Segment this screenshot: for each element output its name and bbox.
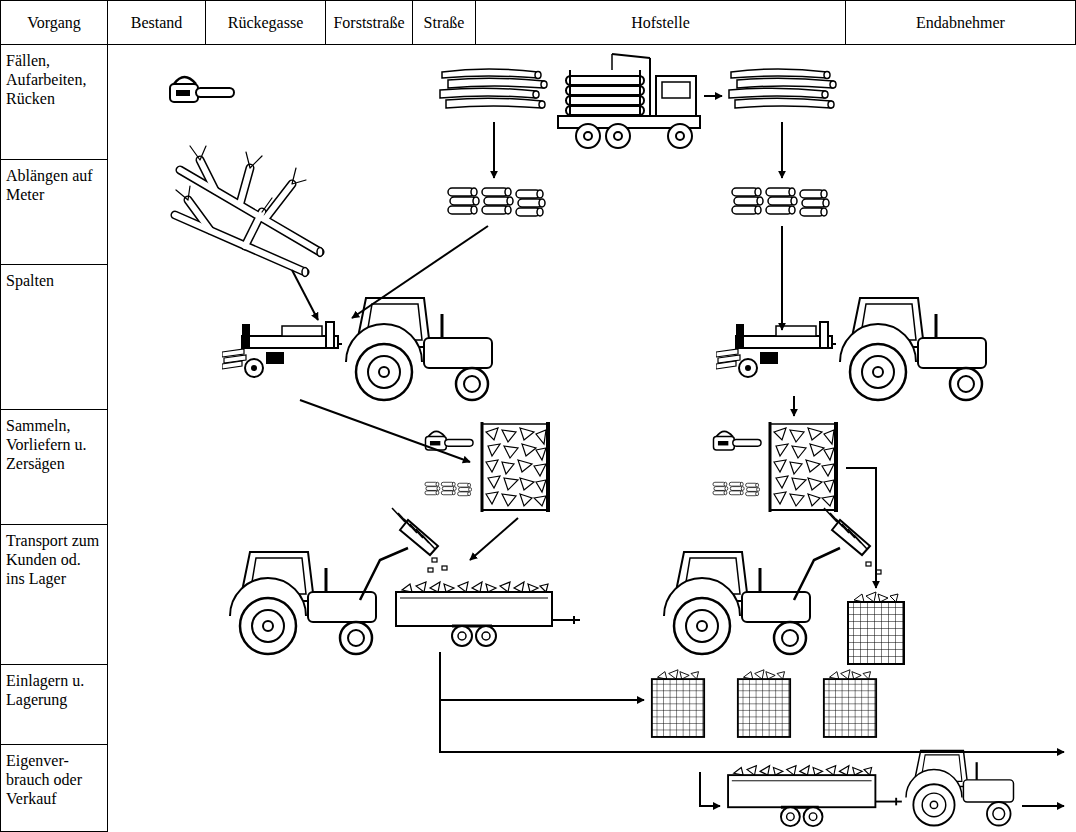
metre-log-bundle xyxy=(448,188,545,216)
column-heading: Vorgang xyxy=(27,13,81,32)
column-heading: Endabnehmer xyxy=(916,13,1005,32)
header-cell: Endabnehmer xyxy=(845,0,1076,45)
loader-tractor xyxy=(664,552,810,654)
row-label: Fällen, Aufarbeiten, Rücken xyxy=(0,44,108,160)
column-heading: Forststraße xyxy=(333,13,404,32)
header-cell: Bestand xyxy=(107,0,206,45)
flow-arrow xyxy=(292,96,1064,806)
log-pile xyxy=(729,69,836,108)
header-cell: Rückegasse xyxy=(205,0,326,45)
column-heading: Bestand xyxy=(131,13,183,32)
row-label: Eigenver- brauch oder Verkauf xyxy=(0,744,108,832)
column-heading: Straße xyxy=(424,13,465,32)
firewood-crate xyxy=(482,422,548,512)
column-heading: Rückegasse xyxy=(228,13,304,32)
mesh-box xyxy=(824,670,876,737)
tractor xyxy=(906,750,1014,825)
mesh-box xyxy=(738,670,790,737)
mesh-box xyxy=(848,592,904,664)
log-pile xyxy=(440,69,547,108)
row-label: Ablängen auf Meter xyxy=(0,159,108,265)
header-cell: Forststraße xyxy=(325,0,413,45)
trailer xyxy=(396,582,580,646)
metre-log-bundle xyxy=(425,482,472,495)
column-heading: Hofstelle xyxy=(631,13,690,32)
firewood-crate xyxy=(770,422,836,512)
tractor xyxy=(840,298,986,400)
metre-log-bundle xyxy=(732,188,829,216)
step-name: Fällen, Aufarbeiten, Rücken xyxy=(6,51,102,108)
header-cell: Straße xyxy=(412,0,476,45)
row-label: Spalten xyxy=(0,264,108,410)
felled-branches xyxy=(175,146,323,277)
step-name: Einlagern u. Lagerung xyxy=(6,671,102,709)
header-cell: Vorgang xyxy=(0,0,108,45)
loader-tractor xyxy=(230,552,376,654)
row-label: Einlagern u. Lagerung xyxy=(0,664,108,745)
step-name: Spalten xyxy=(6,271,54,290)
chainsaw-icon xyxy=(713,431,761,450)
row-label: Transport zum Kunden od. ins Lager xyxy=(0,524,108,665)
front-loader xyxy=(794,508,881,600)
step-name: Transport zum Kunden od. ins Lager xyxy=(6,531,102,588)
log-splitter xyxy=(222,322,342,377)
front-loader xyxy=(360,508,447,600)
step-name: Sammeln, Vorliefern u. Zersägen xyxy=(6,416,102,473)
chainsaw-icon xyxy=(170,77,234,102)
row-label: Sammeln, Vorliefern u. Zersägen xyxy=(0,409,108,525)
mesh-box xyxy=(652,670,704,737)
log-splitter xyxy=(716,322,836,377)
chainsaw-icon xyxy=(425,431,473,450)
header-cell: Hofstelle xyxy=(475,0,846,45)
step-name: Ablängen auf Meter xyxy=(6,166,102,204)
metre-log-bundle xyxy=(713,482,760,495)
forwarder xyxy=(558,54,700,148)
tractor xyxy=(346,298,492,400)
step-name: Eigenver- brauch oder Verkauf xyxy=(6,751,102,808)
trailer xyxy=(728,766,902,826)
